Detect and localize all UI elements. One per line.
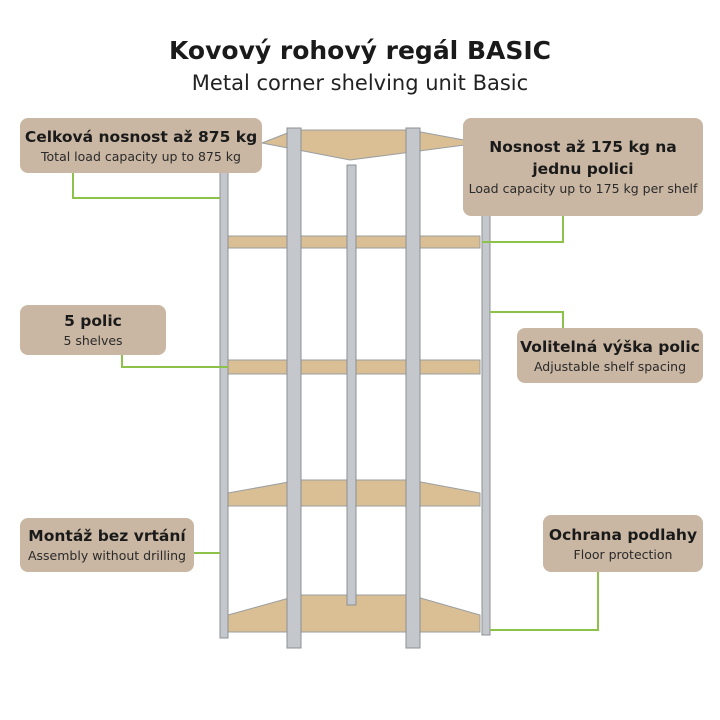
shelf-posts (219, 127, 491, 649)
feature-total-capacity: Celková nosnost až 875 kg Total load cap… (20, 118, 262, 173)
feature-title: 5 polic (64, 312, 122, 330)
feature-title: Celková nosnost až 875 kg (24, 127, 258, 146)
feature-subtitle: Total load capacity up to 875 kg (41, 148, 241, 164)
feature-no-drilling: Montáž bez vrtání Assembly without drill… (20, 518, 194, 572)
feature-subtitle: Floor protection (573, 546, 673, 562)
page-subtitle: Metal corner shelving unit Basic (191, 71, 529, 95)
feature-shelf-capacity: Nosnost až 175 kg na jednu polici Load c… (463, 118, 703, 216)
feature-subtitle: Load capacity up to 175 kg per shelf (468, 181, 698, 196)
feature-adjustable-height: Volitelná výška polic Adjustable shelf s… (517, 328, 703, 383)
feature-shelves-count: 5 polic 5 shelves (20, 305, 166, 355)
connector-lines (72, 173, 599, 631)
page-title: Kovový rohový regál BASIC (168, 36, 552, 65)
feature-title: Volitelná výška polic (520, 337, 700, 356)
feature-subtitle: 5 shelves (63, 333, 123, 348)
feature-title: Nosnost až 175 kg na jednu polici (489, 138, 677, 178)
feature-subtitle: Adjustable shelf spacing (533, 358, 687, 374)
feature-subtitle: Assembly without drilling (27, 548, 186, 563)
feature-title: Ochrana podlahy (548, 525, 698, 544)
feature-floor-protection: Ochrana podlahy Floor protection (543, 515, 703, 572)
feature-title: Montáž bez vrtání (28, 527, 186, 545)
